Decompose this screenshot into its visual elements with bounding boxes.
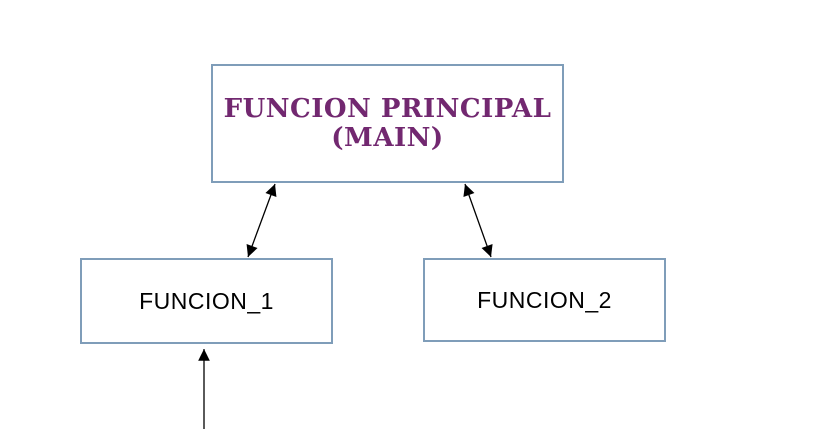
node-funcion-2[interactable]: FUNCION_2 [423,258,666,342]
main-label-line1: FUNCION PRINCIPAL [223,93,552,124]
connector-main-funcion2 [463,183,493,258]
funcion2-label: FUNCION_2 [477,286,612,313]
main-label-line2: (MAIN) [331,122,444,153]
node-funcion-principal[interactable]: FUNCION PRINCIPAL (MAIN) [211,64,564,183]
node-funcion-1[interactable]: FUNCION_1 [80,258,333,344]
funcion1-label: FUNCION_1 [139,287,274,314]
connector-main-funcion1 [246,183,277,258]
node-funcion-principal-label: FUNCION PRINCIPAL (MAIN) [223,93,552,153]
